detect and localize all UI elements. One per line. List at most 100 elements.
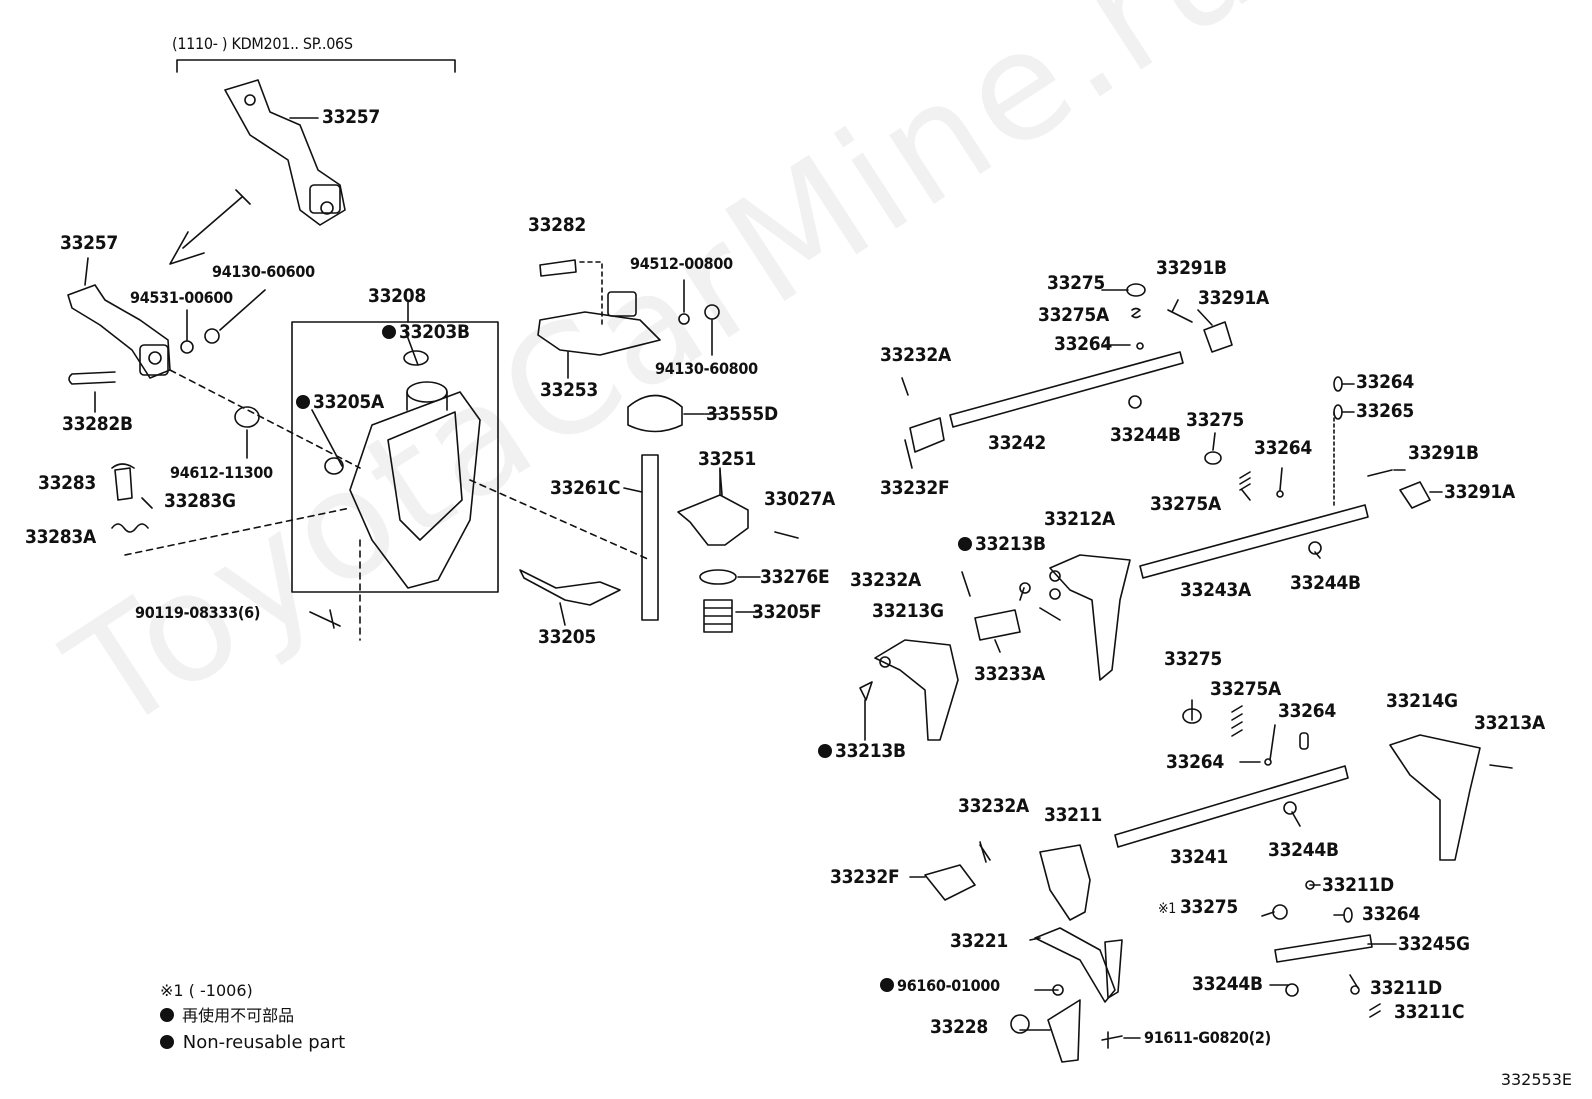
label-33275A-b: 33275A — [1150, 493, 1221, 515]
part-33208-housing — [324, 350, 481, 589]
part-33211D-b — [1350, 985, 1360, 995]
label-33221: 33221 — [950, 930, 1008, 952]
label-33264-c: 33264 — [1254, 437, 1312, 459]
label-33283: 33283 — [38, 472, 96, 494]
label-33232A-a: 33232A — [880, 344, 951, 366]
legend-note-1: ※1 ( -1006) — [160, 981, 253, 1000]
part-33251 — [677, 494, 749, 546]
label-33212A: 33212A — [1044, 508, 1115, 530]
kdm-bracket-line — [176, 59, 456, 73]
part-33233A — [974, 609, 1021, 641]
part-33265 — [1333, 404, 1343, 420]
part-33213B-b — [859, 681, 873, 741]
part-33276E — [699, 569, 737, 585]
label-33264-a: 33264 — [1054, 333, 1112, 355]
label-33275-c: 33275 — [1164, 648, 1222, 670]
label-33241: 33241 — [1170, 846, 1228, 868]
label-33232F-b: 33232F — [830, 866, 900, 888]
part-33205 — [519, 569, 621, 606]
leader-lines — [311, 289, 1443, 1039]
part-33244B-c — [1283, 801, 1297, 815]
part-33211 — [1039, 844, 1091, 921]
part-33208-box — [291, 321, 499, 593]
label-range: (1110- ) KDM201.. SP..06S — [172, 34, 353, 53]
part-94130-60800 — [704, 304, 720, 320]
label-33232A-b: 33232A — [850, 569, 921, 591]
part-33253 — [537, 311, 661, 356]
label-94531-00600: 94531-00600 — [130, 288, 233, 307]
label-33291B-a: 33291B — [1156, 257, 1227, 279]
label-33282B: 33282B — [62, 413, 133, 435]
label-33213A: 33213A — [1474, 712, 1545, 734]
part-33282 — [539, 259, 577, 277]
part-90119-08333 — [309, 609, 341, 629]
part-33212A — [1049, 554, 1131, 681]
part-33232F — [904, 417, 945, 469]
part-33205A — [324, 457, 344, 475]
label-33203B: 33203B — [382, 323, 470, 342]
part-33027A — [774, 531, 799, 539]
part-94531-00600 — [180, 340, 194, 354]
label-94130-60800: 94130-60800 — [655, 359, 758, 378]
label-33275A-a: 33275A — [1038, 304, 1109, 326]
part-33291B-b — [1367, 469, 1393, 477]
diagram-reference: 332553E — [1500, 1070, 1572, 1089]
part-33264 — [1136, 342, 1144, 350]
label-33275-a: 33275 — [1047, 272, 1105, 294]
label-33283A: 33283A — [25, 526, 96, 548]
label-33253: 33253 — [540, 379, 598, 401]
non-reusable-dot — [296, 395, 310, 409]
part-33211C — [1369, 1003, 1381, 1018]
label-33208: 33208 — [368, 285, 426, 307]
part-33203B — [403, 350, 429, 366]
label-33233A: 33233A — [974, 663, 1045, 685]
label-33244B-a: 33244B — [1110, 424, 1181, 446]
part-33221 — [1034, 927, 1116, 1003]
label-33251: 33251 — [698, 448, 756, 470]
marker-x1: ※1 — [1158, 901, 1176, 917]
label-33291A-a: 33291A — [1198, 287, 1269, 309]
label-33264-e: 33264 — [1166, 751, 1224, 773]
part-33244B-b — [1308, 541, 1322, 555]
label-33211D-a: 33211D — [1322, 874, 1394, 896]
label-33282: 33282 — [528, 214, 586, 236]
part-33244B-d — [1285, 983, 1299, 997]
part-33241 — [1114, 765, 1349, 848]
label-33275A-c: 33275A — [1210, 678, 1281, 700]
part-91611-G0820 — [1101, 1031, 1123, 1049]
legend-en: Non-reusable part — [160, 1034, 345, 1052]
part-33232F-b — [924, 864, 976, 901]
part-33261C — [641, 454, 659, 621]
label-33275-b: 33275 — [1186, 409, 1244, 431]
label-33205A: 33205A — [296, 393, 384, 412]
label-33257-upper: 33257 — [322, 106, 380, 128]
label-33213G: 33213G — [872, 600, 944, 622]
part-33232A-b — [961, 571, 971, 597]
part-33214G — [1389, 734, 1481, 861]
part-33213B — [1019, 582, 1031, 594]
label-33261C: 33261C — [550, 477, 621, 499]
part-33213A — [1489, 764, 1513, 769]
part-33283A — [111, 523, 149, 533]
label-94512: 94512-00800 — [630, 254, 733, 273]
part-33264-f — [1343, 907, 1353, 923]
part-33244B — [1128, 395, 1142, 409]
label-91611: 91611-G0820(2) — [1144, 1028, 1271, 1047]
label-33264-d: 33264 — [1278, 700, 1336, 722]
label-94130-60600: 94130-60600 — [212, 262, 315, 281]
part-33283G — [141, 497, 153, 509]
part-33291A-b — [1399, 481, 1431, 509]
label-33242: 33242 — [988, 432, 1046, 454]
part-94612-11300 — [234, 406, 260, 428]
part-33275-b — [1204, 451, 1222, 465]
legend-jp: 再使用不可部品 — [160, 1008, 294, 1024]
label-96160: 96160-01000 — [880, 978, 1000, 994]
label-33291A-b: 33291A — [1444, 481, 1515, 503]
non-reusable-dot — [382, 325, 396, 339]
part-33232A — [901, 377, 909, 396]
part-33242 — [949, 351, 1184, 428]
label-33232A-c: 33232A — [958, 795, 1029, 817]
part-33275A-b — [1239, 471, 1251, 491]
